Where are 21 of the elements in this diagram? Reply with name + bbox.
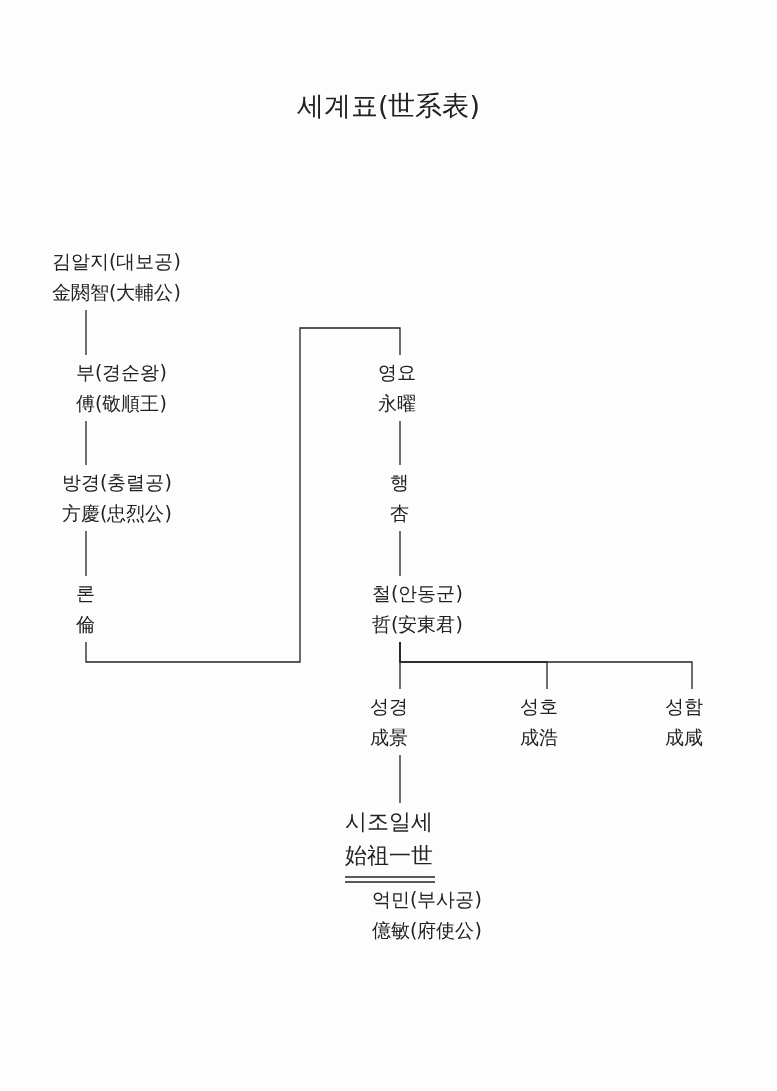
name-entry: 행 杏 [390, 467, 409, 529]
name-entry: 방경(충렬공) 方慶(忠烈公) [62, 467, 172, 529]
name-entry: 시조일세 始祖一世 [345, 805, 433, 873]
connector-line [85, 309, 87, 356]
connector-line [399, 641, 693, 690]
name-entry: 부(경순왕) 傅(敬順王) [76, 357, 167, 419]
name-entry: 성호 成浩 [520, 691, 558, 753]
connector-line [399, 530, 401, 577]
connector-line [85, 530, 87, 577]
connector-line [85, 327, 401, 663]
name-entry: 론 倫 [76, 578, 95, 640]
name-entry: 억민(부사공) 億敏(府使公) [372, 884, 482, 946]
connector-line [399, 420, 401, 466]
connector-line [399, 754, 401, 804]
name-entry: 철(안동군) 哲(安東君) [372, 578, 463, 640]
name-entry: 성함 成咸 [665, 691, 703, 753]
title: 세계표(世系表) [296, 89, 481, 123]
name-entry: 성경 成景 [370, 691, 408, 753]
name-entry: 김알지(대보공) 金閼智(大輔公) [52, 246, 181, 308]
name-entry: 영요 永曜 [378, 357, 416, 419]
connector-line [85, 420, 87, 466]
